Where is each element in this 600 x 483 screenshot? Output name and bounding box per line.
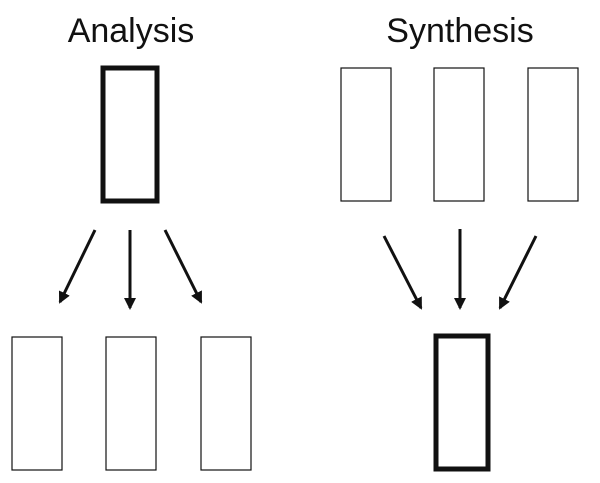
synthesis-input-box-1 [340,67,392,202]
analysis-title: Analysis [68,12,195,50]
analysis-source-box [100,65,160,204]
synthesis-title: Synthesis [386,12,533,50]
analysis-section: Analysis [11,12,252,471]
synthesis-section: Synthesis [340,12,579,472]
analysis-arrow-left [58,229,97,304]
synthesis-input-box-2 [433,67,485,202]
analysis-output-box-2 [105,336,157,471]
synthesis-result-box [433,333,491,472]
synthesis-arrow-right [498,235,538,310]
synthesis-input-box-3 [527,67,579,202]
analysis-output-box-1 [11,336,63,471]
analysis-output-box-3 [200,336,252,471]
synthesis-arrow-left [382,235,423,310]
analysis-arrow-right [163,229,203,304]
